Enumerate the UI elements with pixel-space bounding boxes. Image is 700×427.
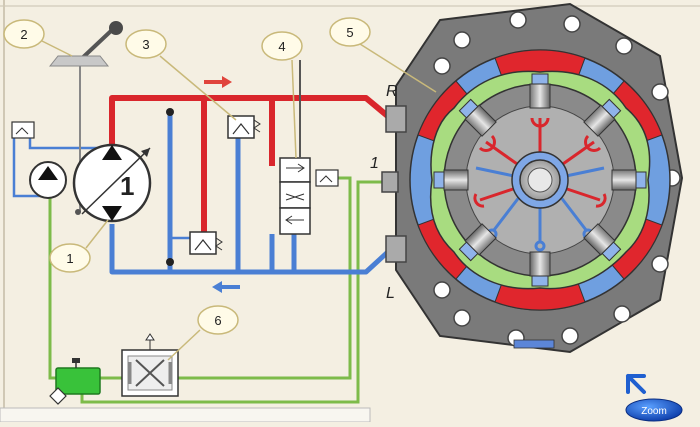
radial-piston-motor: [381, 2, 684, 354]
drain-line-valve: [178, 176, 352, 380]
callout-6-label: 6: [214, 313, 221, 328]
callout-1: 1: [49, 219, 109, 273]
reservoir: [49, 358, 101, 405]
callout-4: 4: [261, 31, 303, 159]
port-1-fitting: [381, 171, 399, 193]
port-label-r: R: [386, 83, 398, 100]
zoom-button[interactable]: Zoom: [625, 398, 683, 422]
flow-arrow-left-icon: [212, 281, 240, 293]
zoom-pointer-arrow-icon: [626, 374, 646, 394]
port-l-fitting: [385, 235, 407, 263]
directional-valve: [279, 60, 339, 235]
callout-3-label: 3: [142, 37, 149, 52]
small-valve-left: [11, 121, 35, 139]
return-lines: [109, 112, 392, 275]
callout-5-label: 5: [346, 25, 353, 40]
callout-4-label: 4: [278, 39, 285, 54]
port-label-1: 1: [370, 155, 379, 172]
callout-2: 2: [3, 19, 73, 57]
junction-dot-bottom: [166, 258, 174, 266]
callout-1-label: 1: [66, 251, 73, 266]
flow-arrow-right-icon: [204, 76, 232, 88]
main-pump: 1: [72, 143, 152, 223]
check-valve: [227, 115, 261, 139]
port-label-l: L: [386, 285, 395, 302]
callout-2-label: 2: [20, 27, 27, 42]
zoom-button-label: Zoom: [641, 406, 667, 417]
callout-3: 3: [125, 29, 237, 121]
callout-6: 6: [167, 305, 239, 361]
bottom-panel: [0, 407, 371, 423]
drain-line-motor: [80, 180, 388, 404]
relief-valve: [189, 231, 223, 255]
motor-nameplate: [513, 339, 555, 349]
port-r-fitting: [385, 105, 407, 133]
pump-number: 1: [120, 171, 134, 201]
callout-5: 5: [329, 17, 437, 93]
motor-bolt-holes: [433, 11, 681, 347]
junction-dot-top: [166, 108, 174, 116]
pressure-line-main: [109, 95, 392, 146]
distributor-red: [473, 117, 607, 208]
cam-ring: [409, 49, 671, 311]
auxiliary-pump: [29, 161, 67, 199]
pistons: [433, 73, 647, 287]
cooler-filter: [121, 333, 179, 397]
pressure-lines: [109, 95, 392, 240]
lever-knob-icon: [109, 21, 123, 35]
pilot-line-left-2: [28, 136, 100, 150]
